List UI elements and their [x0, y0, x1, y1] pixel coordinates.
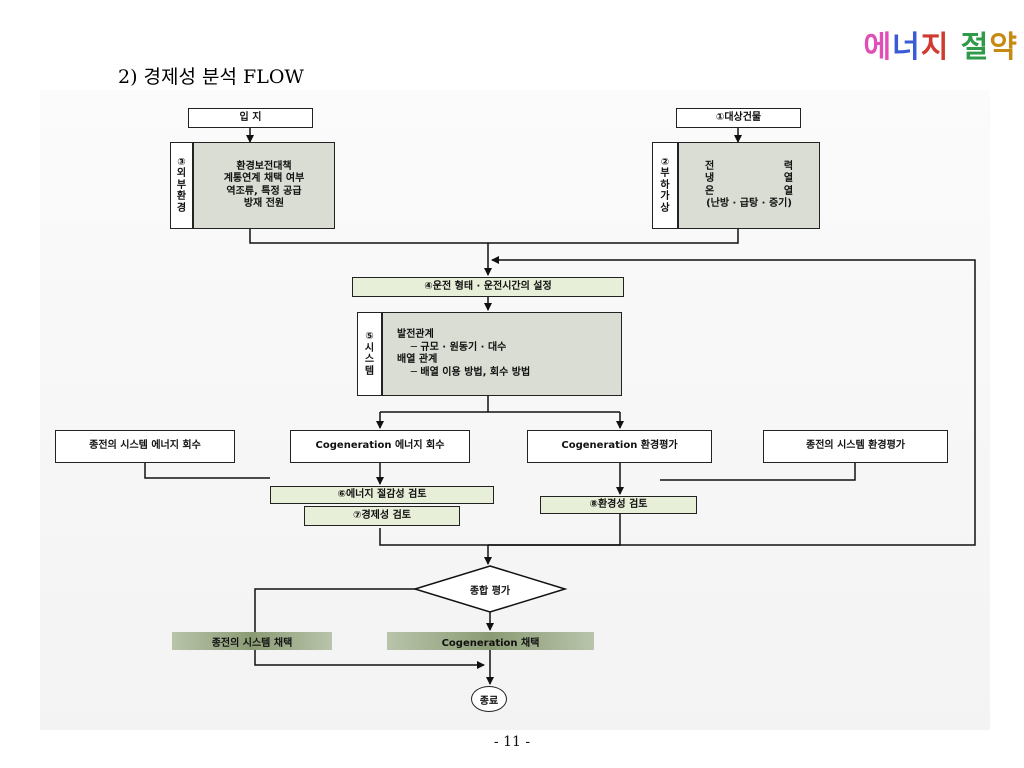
- target-building-box: ①대상건물: [676, 108, 801, 128]
- target-building-label: ①대상건물: [715, 111, 762, 123]
- load-item: 전 력: [704, 160, 794, 172]
- label-char: ③: [177, 156, 186, 168]
- load-label: ② 부 하 가 상: [652, 142, 678, 229]
- label-char: 상: [660, 202, 670, 214]
- location-box: 입 지: [188, 108, 313, 128]
- page-number: - 11 -: [493, 734, 531, 750]
- conventional-env-eval-label: 종전의 시스템 환경평가: [806, 440, 905, 452]
- label-char: ⑤: [365, 331, 374, 342]
- external-item: 계통연계 채택 여부: [223, 173, 305, 184]
- label-char: 외: [176, 168, 187, 180]
- cogen-env-eval-box: Cogeneration 환경평가: [527, 430, 712, 463]
- load-item: 냉 열: [704, 173, 794, 184]
- environment-review-box: ⑧환경성 검토: [540, 496, 697, 514]
- load-box: 전 력 냉 열 온 열 (난방 · 급탕 · 증기): [678, 142, 820, 229]
- energy-saving-review-box: ⑥에너지 절감성 검토: [270, 486, 494, 504]
- end-terminal: 종료: [471, 686, 507, 712]
- label-char: 경: [176, 202, 187, 214]
- economics-review-label: ⑦경제성 검토: [353, 509, 411, 521]
- label-char: 하: [660, 179, 670, 191]
- wordart-title: 에너지 절약: [864, 22, 1018, 66]
- energy-saving-review-label: ⑥에너지 절감성 검토: [337, 488, 427, 500]
- external-env-box: 환경보전대책 계통연계 채택 여부 역조류, 특정 공급 방재 전원: [193, 142, 335, 229]
- adopt-cogen-label: Cogeneration 채택: [387, 632, 594, 650]
- load-item: 온 열: [704, 185, 794, 197]
- wordart-char: 너: [892, 30, 921, 65]
- system-item: 발전관계: [397, 329, 434, 340]
- conventional-env-eval-box: 종전의 시스템 환경평가: [763, 430, 948, 463]
- wordart-char: 약: [989, 30, 1018, 65]
- wordart-char: 지: [920, 30, 950, 65]
- external-item: 방재 전원: [243, 198, 285, 209]
- environment-review-label: ⑧환경성 검토: [589, 498, 648, 510]
- label-char: 가: [660, 191, 670, 203]
- adopt-conventional-label: 종전의 시스템 채택: [172, 632, 332, 650]
- external-item: 역조류, 특정 공급: [226, 185, 302, 197]
- cogen-env-eval-label: Cogeneration 환경평가: [561, 440, 678, 452]
- end-label: 종료: [479, 695, 499, 707]
- system-item: ─ 규모 · 원동기 · 대수: [397, 341, 507, 353]
- overall-evaluation-decision: 종합 평가: [415, 566, 565, 612]
- cogen-energy-recovery-label: Cogeneration 에너지 회수: [315, 440, 445, 452]
- label-char: 부: [660, 168, 670, 180]
- external-item: 환경보전대책: [236, 160, 292, 172]
- system-item: ─ 배열 이용 방법, 회수 방법: [397, 366, 531, 378]
- label-char: ②: [660, 156, 670, 168]
- cogen-energy-recovery-box: Cogeneration 에너지 회수: [290, 430, 470, 463]
- overall-evaluation-label: 종합 평가: [469, 585, 511, 597]
- overall-evaluation-diamond: [412, 565, 568, 613]
- operation-label: ④운전 형태 · 운전시간의 설정: [424, 280, 552, 292]
- label-char: 부: [176, 179, 187, 191]
- economics-review-box: ⑦경제성 검토: [304, 506, 460, 526]
- section-title: 2) 경제성 분석 FLOW: [118, 66, 304, 88]
- label-char: 템: [364, 365, 375, 377]
- conventional-energy-recovery-box: 종전의 시스템 에너지 회수: [55, 430, 235, 463]
- label-char: 스: [364, 354, 375, 365]
- system-label: ⑤ 시 스 템: [357, 312, 382, 396]
- system-box: 발전관계 ─ 규모 · 원동기 · 대수 배열 관계 ─ 배열 이용 방법, 회…: [382, 312, 622, 396]
- conventional-energy-recovery-label: 종전의 시스템 에너지 회수: [89, 440, 201, 452]
- location-label: 입 지: [239, 111, 262, 123]
- operation-box: ④운전 형태 · 운전시간의 설정: [352, 277, 624, 297]
- label-char: 환: [176, 191, 187, 203]
- wordart-char: 에: [863, 30, 893, 65]
- wordart-char: 절: [949, 30, 990, 65]
- external-env-label: ③ 외 부 환 경: [170, 142, 193, 229]
- load-item: (난방 · 급탕 · 증기): [706, 198, 792, 209]
- label-char: 시: [364, 342, 375, 354]
- system-item: 배열 관계: [397, 354, 438, 365]
